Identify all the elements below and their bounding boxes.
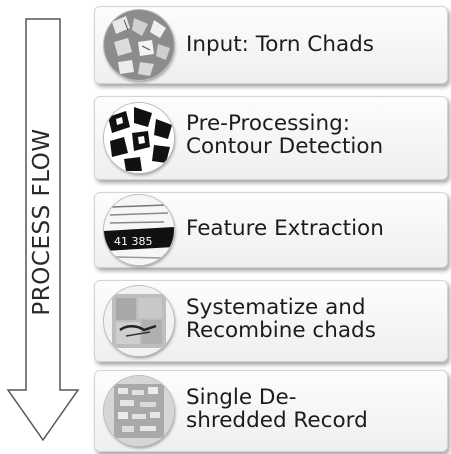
deshredded-record-image [104,376,174,446]
contour-detection-image [104,103,174,173]
step-pre-processing: Pre-Processing: Contour Detection [94,96,448,180]
step-systematize-recombine: Systematize and Recombine chads [94,280,448,362]
step-label: Feature Extraction [186,216,384,241]
torn-chads-image [104,10,174,80]
feature-extraction-image: 41 385 [104,195,174,265]
step-label: Input: Torn Chads [186,32,374,57]
step-deshredded-record: Single De- shredded Record [94,370,448,452]
step-feature-extraction: 41 385 Feature Extraction [94,192,448,268]
recombined-chads-image [104,286,174,356]
process-flow-arrow [6,18,80,442]
step-label: Pre-Processing: Contour Detection [186,111,384,159]
step-label: Single De- shredded Record [186,385,368,433]
process-flow-label: PROCESS FLOW [29,128,55,316]
feature-thumb-text: 41 385 [114,235,153,248]
step-label: Systematize and Recombine chads [186,295,376,343]
step-input-torn-chads: Input: Torn Chads [94,6,448,84]
